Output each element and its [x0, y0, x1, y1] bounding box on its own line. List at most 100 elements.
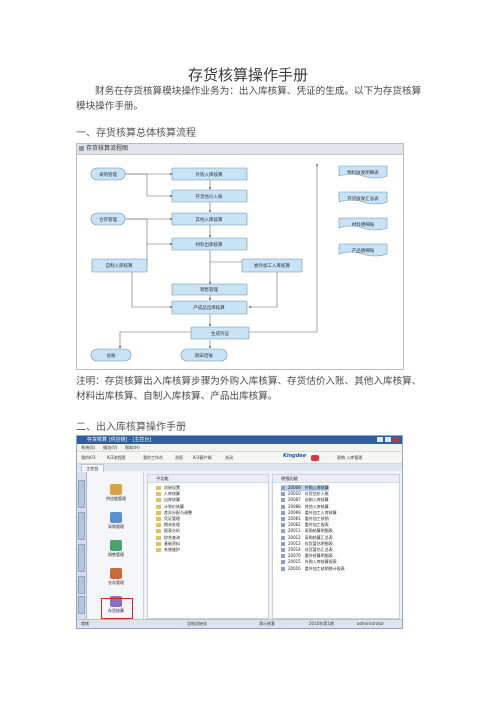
sub-function-label: 初始设置: [164, 485, 180, 490]
toolbar-client[interactable]: K/3客户端: [193, 455, 212, 460]
supply-chain-icon: [110, 484, 122, 495]
detail-function-code: 20070: [288, 553, 301, 559]
sub-function-label: 基础资料: [164, 540, 180, 546]
detail-function-code: 20009: [288, 485, 301, 490]
sub-function-item[interactable]: 基础资料: [156, 541, 180, 547]
detail-function-header: 明细功能: [273, 475, 399, 483]
fc-node-product-out: 产成品出库核算: [193, 304, 225, 311]
status-user: administrator: [357, 621, 385, 626]
detail-function-code: 20088: [288, 503, 301, 509]
flowchart-figure: 存货核算流程图: [76, 143, 404, 370]
detail-function-label: 自制入库核算: [304, 497, 329, 503]
sub-function-item[interactable]: 报表分析: [156, 528, 180, 534]
detail-function-label: 委外核算明细表: [304, 553, 333, 559]
sub-function-item[interactable]: 差异分配与调整: [156, 510, 192, 516]
document-icon: [281, 523, 285, 528]
detail-function-code: 20069: [288, 509, 301, 515]
close-icon[interactable]: [393, 437, 399, 442]
nav-warehouse[interactable]: 仓存管理: [103, 568, 129, 586]
fc-node-ext-purchase: 外购入库核算: [196, 171, 223, 178]
detail-function-label: 委外加工核销: [304, 516, 329, 521]
sub-function-label: 综合查询: [164, 534, 180, 540]
folder-icon: [156, 510, 161, 515]
toolbar-message[interactable]: 消息: [175, 455, 183, 460]
side-tab-my-k3[interactable]: [78, 480, 85, 508]
folder-icon: [156, 492, 161, 497]
toolbar-my-k3[interactable]: 我的K/3: [81, 455, 96, 460]
nav-label: 销售管理: [108, 552, 124, 557]
sub-function-label: 入库核算: [164, 491, 180, 497]
document-icon: [281, 541, 285, 546]
toolbar-flowchart[interactable]: K/3流程图: [107, 455, 126, 460]
toolbar-close[interactable]: 关闭: [225, 455, 233, 460]
sub-function-label: 出库核算: [164, 497, 180, 503]
document-icon: [281, 535, 285, 540]
inventory-accounting-icon: [110, 596, 122, 607]
detail-function-label: 外购入库核算报表: [304, 559, 337, 565]
sub-function-item[interactable]: 计划价核算: [156, 504, 184, 510]
app-screenshot: 存货核算 [供应链] - [主控台] 系统(S) 服务(V) 帮助(H) 我的K…: [76, 435, 403, 629]
side-tab-supply-chain[interactable]: [78, 512, 85, 540]
flowchart-diagram: 采购管理 仓存管理 外购入库核算 存货估价入账 其他入库核算 材料出库核算 自制…: [90, 163, 388, 362]
sub-function-item[interactable]: 系统维护: [156, 547, 180, 553]
menu-help[interactable]: 帮助(H): [125, 445, 140, 450]
fc-node-outsource: 委外加工入库核算: [254, 262, 290, 269]
fc-node-warehouse: 仓存管理: [99, 216, 117, 223]
sub-function-label: 凭证管理: [164, 516, 180, 521]
toolbar-workbench[interactable]: 我的工作台: [143, 455, 163, 460]
nav-supply-chain[interactable]: 供应链管理: [103, 484, 129, 502]
side-tab-finance[interactable]: [78, 544, 85, 572]
side-tab-cost[interactable]: [78, 576, 85, 594]
toolbar: 我的K/3 K/3流程图 我的工作台 消息 K/3客户端 关闭 Kingdee …: [77, 452, 402, 464]
app-title-bar: 存货核算 [供应链] - [主控台]: [77, 436, 402, 444]
nav-label: 采购管理: [108, 524, 124, 529]
sub-function-item[interactable]: 出库核算: [156, 497, 180, 503]
maximize-icon[interactable]: [385, 437, 391, 442]
sub-function-item[interactable]: 综合查询: [156, 535, 180, 541]
sub-function-item[interactable]: 初始设置: [156, 485, 180, 491]
detail-function-label: 存货暂估明细表: [304, 540, 333, 546]
tab-main-console[interactable]: 主控台: [81, 464, 104, 472]
fc-report-2: 存货收发汇总表: [347, 195, 379, 202]
nav-label: 供应链管理: [106, 496, 126, 501]
menu-service[interactable]: 服务(V): [103, 445, 118, 450]
menu-system[interactable]: 系统(S): [81, 445, 96, 450]
folder-icon: [156, 486, 161, 490]
sub-function-item[interactable]: 期末处理: [156, 522, 180, 528]
user-label: 易销 入库管理: [337, 455, 363, 460]
folder-icon: [156, 548, 161, 552]
minimize-icon[interactable]: [377, 437, 383, 442]
fc-report-1: 物料收发明细表: [347, 169, 379, 176]
sub-function-item[interactable]: 凭证管理: [156, 516, 180, 522]
detail-function-code: 20011: [288, 528, 301, 534]
folder-icon: [156, 523, 161, 528]
brand-logo: Kingdee: [283, 453, 307, 459]
side-tab-hr[interactable]: [78, 596, 85, 614]
nav-inventory-accounting[interactable]: 存货核算: [103, 596, 129, 614]
sub-function-item[interactable]: 入库核算: [156, 491, 180, 497]
sub-function-label: 期末处理: [164, 522, 180, 528]
flowchart-header-icon: [79, 146, 84, 151]
fc-node-sales: 销售管理: [200, 286, 218, 293]
flowchart-header: 存货核算流程图: [77, 144, 403, 155]
fc-node-other-in: 其他入库核算: [196, 216, 223, 223]
nav-sales[interactable]: 销售管理: [103, 540, 129, 558]
folder-icon: [156, 517, 161, 521]
nav-purchase[interactable]: 采购管理: [103, 512, 129, 530]
document-icon: [281, 560, 285, 565]
